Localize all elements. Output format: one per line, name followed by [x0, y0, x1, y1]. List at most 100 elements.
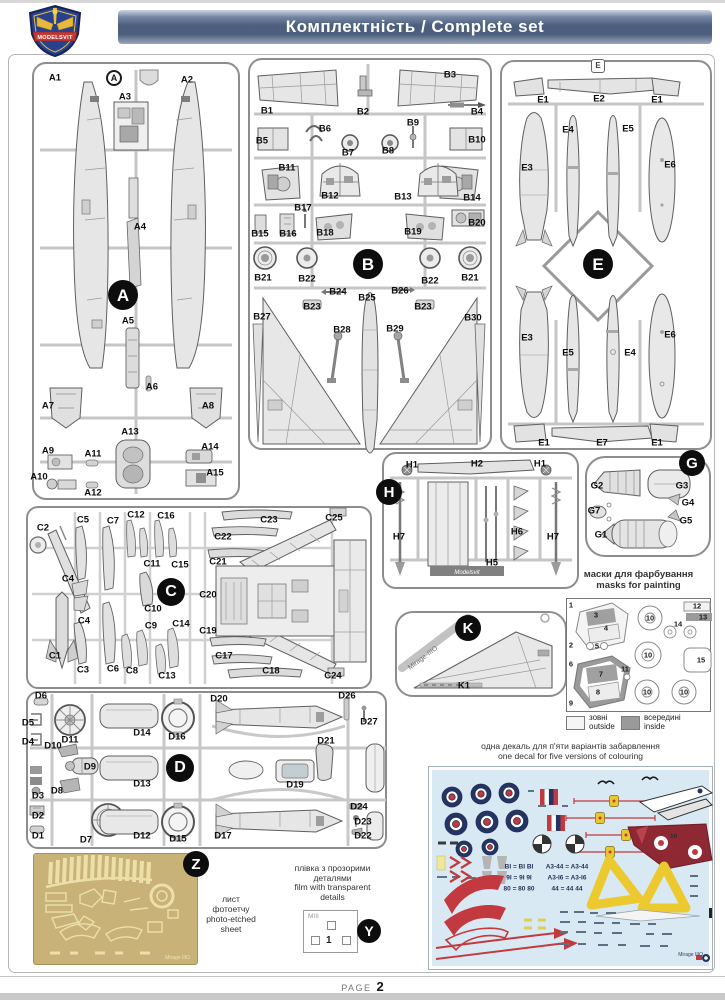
decal-caption: одна декаль для п'яти варіантів забарвле…: [428, 741, 713, 761]
part-label-d13: D13: [133, 778, 151, 790]
part-label-c18: C18: [262, 665, 280, 677]
part-label-e5: E5: [562, 347, 574, 359]
part-label-d4: D4: [21, 736, 35, 748]
part-label-c17: C17: [215, 650, 233, 662]
film-square: [342, 936, 351, 945]
part-label-b13: B13: [394, 191, 412, 203]
part-label-b23: B23: [414, 301, 432, 313]
part-label-b23: B23: [303, 301, 321, 313]
legend-outside-label: зовні outside: [589, 713, 615, 731]
part-label-a11: A11: [84, 448, 102, 460]
part-label-g7: G7: [587, 505, 601, 517]
part-label-e1: E1: [538, 437, 550, 449]
sprue-letter-badge-a: A: [108, 280, 138, 310]
sprue-letter-badge-k: K: [455, 615, 481, 641]
mask-number: 5: [594, 641, 600, 651]
legend-inside-swatch: [621, 716, 640, 730]
film-caption-en2: details: [320, 891, 345, 902]
part-label-c13: C13: [158, 670, 176, 682]
part-label-e5: E5: [622, 123, 634, 135]
sprue-letter-badge-e: E: [591, 59, 605, 73]
part-label-b14: B14: [463, 192, 481, 204]
sprue-letter-badge-d: D: [166, 754, 194, 782]
film-square: [327, 921, 336, 930]
part-label-c20: C20: [199, 589, 217, 601]
part-label-b17: B17: [294, 202, 312, 214]
masks-box: [566, 598, 711, 712]
part-label-b30: B30: [464, 312, 482, 324]
part-label-d3: D3: [31, 790, 45, 802]
mask-number: 4: [603, 623, 609, 633]
part-label-e6: E6: [664, 159, 676, 171]
mask-number: 3: [593, 610, 599, 620]
part-label-a15: A15: [206, 467, 224, 479]
part-label-e1: E1: [651, 94, 663, 106]
part-label-d7: D7: [79, 834, 93, 846]
legend-inside-en: inside: [644, 721, 665, 731]
mask-number: 1: [568, 600, 574, 610]
pe-caption-uk2: фотоетчу: [212, 904, 250, 914]
mask-number: 10: [642, 687, 652, 697]
part-label-a3: A3: [118, 91, 132, 103]
pe-caption-en1: photo-etched: [206, 914, 256, 924]
mask-number: 8: [595, 687, 601, 697]
part-label-c8: C8: [125, 665, 139, 677]
decal-code-text: A3-I6 = A3-I6: [547, 874, 587, 882]
decal-code-text: A3-44 = A3-44: [545, 863, 589, 871]
legend-outside-uk: зовні: [589, 713, 608, 722]
part-label-c22: C22: [214, 531, 232, 543]
page-top-edge: [0, 0, 725, 3]
part-label-a14: A14: [201, 441, 219, 453]
sprue-h-panel: [382, 452, 579, 589]
mask-number: 7: [598, 669, 604, 679]
part-label-b26: B26: [391, 285, 409, 297]
footer-divider: [0, 976, 725, 977]
page-number: 2: [376, 979, 384, 994]
part-label-d15: D15: [169, 833, 187, 845]
part-label-b5: B5: [255, 135, 269, 147]
part-label-b8: B8: [381, 145, 395, 157]
part-label-b27: B27: [253, 311, 271, 323]
part-label-c21: C21: [209, 556, 227, 568]
part-label-c25: C25: [325, 512, 343, 524]
part-label-d19: D19: [286, 779, 304, 791]
part-label-b21: B21: [461, 272, 479, 284]
part-label-c4: C4: [61, 573, 75, 585]
part-label-d5: D5: [21, 717, 35, 729]
part-label-b6: B6: [318, 123, 332, 135]
film-square: [311, 936, 320, 945]
part-label-g2: G2: [590, 480, 604, 492]
decal-code-16: 16: [670, 833, 678, 840]
sprue-letter-badge-a: A: [106, 70, 122, 86]
part-label-b1: B1: [260, 105, 274, 117]
part-label-c16: C16: [157, 510, 175, 522]
part-label-b18: B18: [316, 227, 334, 239]
mask-number: 9: [568, 698, 574, 708]
part-label-b4: B4: [470, 106, 484, 118]
part-label-b7: B7: [341, 147, 355, 159]
content-frame: [8, 54, 715, 973]
part-label-d16: D16: [168, 731, 186, 743]
sprue-letter-badge-b: B: [353, 249, 383, 279]
part-label-b28: B28: [333, 324, 351, 336]
part-label-e4: E4: [562, 124, 574, 136]
part-label-a8: A8: [201, 400, 215, 412]
film-caption-uk1: плівка з прозорими: [294, 863, 371, 873]
part-label-e2: E2: [593, 93, 605, 105]
part-label-d22: D22: [354, 830, 372, 842]
part-label-k1: K1: [457, 680, 471, 692]
page-title: Комплектність / Complete set: [285, 17, 545, 36]
part-label-a9: A9: [41, 445, 55, 457]
mask-number: 13: [698, 612, 708, 622]
legend-outside-en: outside: [589, 721, 615, 731]
part-label-d24: D24: [350, 801, 368, 813]
legend-inside-label: всередині inside: [644, 713, 681, 731]
sprue-letter-badge-e: E: [583, 249, 613, 279]
film-part-number: 1: [326, 935, 332, 946]
logo-text: MODELSVIT: [37, 35, 73, 41]
part-label-g1: G1: [594, 529, 608, 541]
header-bar: Комплектність / Complete set: [118, 10, 712, 44]
decal-code-text: 80 = 80 80: [503, 885, 535, 893]
part-label-d23: D23: [354, 816, 372, 828]
part-label-d8: D8: [50, 785, 64, 797]
